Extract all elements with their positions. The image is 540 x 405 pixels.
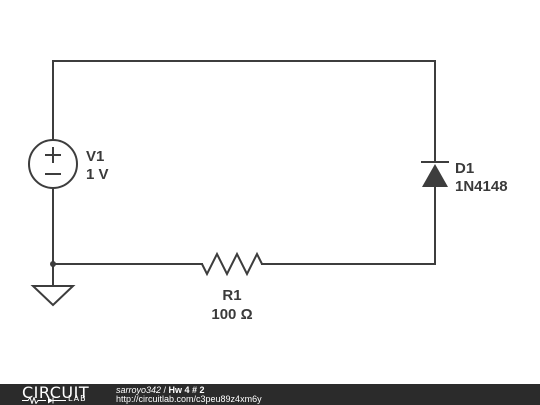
junction-dot — [50, 261, 56, 267]
resistor-zigzag — [201, 251, 263, 277]
voltage-source-circle — [28, 139, 78, 189]
schematic-meta: sarroyo342 / Hw 4 # 2 — [116, 385, 205, 395]
r1-value-label: 100 Ω — [211, 306, 252, 323]
ground-triangle — [30, 285, 76, 307]
v1-value-label: 1 V — [86, 166, 109, 183]
diode-d1[interactable] — [421, 161, 449, 187]
circuit-schematic: V1 1 V D1 1N4148 R1 100 Ω — [28, 60, 508, 323]
voltage-source-v1[interactable] — [28, 139, 78, 189]
logo-resistor-icon — [22, 397, 66, 404]
schematic-url[interactable]: http://circuitlab.com/c3peu89z4xm6y — [116, 394, 262, 404]
footer-bar: CIRCUIT LAB sarroyo342 / Hw 4 # 2 http:/… — [0, 383, 540, 405]
d1-name-label: D1 — [455, 160, 474, 177]
circuitlab-logo-text: CIRCUIT — [22, 383, 90, 402]
ground-symbol[interactable] — [30, 285, 76, 307]
schematic-title: Hw 4 # 2 — [168, 385, 205, 395]
meta-separator: / — [161, 385, 169, 395]
d1-value-label: 1N4148 — [455, 178, 508, 195]
circuitlab-logo-sub: LAB — [68, 394, 87, 403]
v1-name-label: V1 — [86, 148, 104, 165]
diode-triangle — [422, 164, 448, 187]
wires — [52, 60, 436, 287]
r1-name-label: R1 — [222, 287, 241, 304]
resistor-r1[interactable] — [201, 251, 263, 277]
author-link[interactable]: sarroyo342 — [116, 385, 162, 395]
